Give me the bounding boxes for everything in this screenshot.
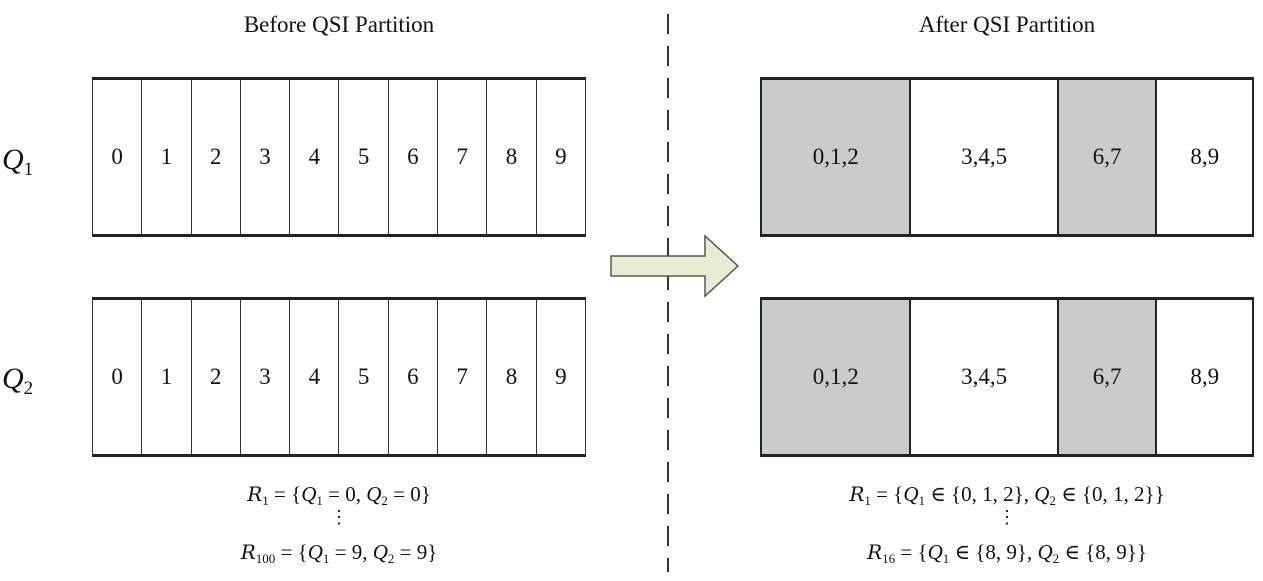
- value-cell: 7: [438, 300, 488, 454]
- formula-after-first: R1 = {Q1 ∈ {0, 1, 2}, Q2 ∈ {0, 1, 2}}: [849, 482, 1165, 508]
- value-cell: 5: [339, 80, 389, 234]
- row-index: 1: [23, 159, 34, 180]
- row-label-q1: Q1: [2, 143, 33, 181]
- value-cell: 6: [389, 300, 439, 454]
- set-index: 16: [882, 551, 896, 566]
- value-cell: 3: [241, 300, 291, 454]
- q2-condition: = 9}: [394, 540, 438, 564]
- value-cell: 0: [93, 80, 143, 234]
- value-cell: 5: [339, 300, 389, 454]
- q1-condition: ∈ {0, 1, 2},: [924, 482, 1035, 506]
- value-cell: 2: [192, 80, 241, 234]
- set-index: 1: [262, 493, 269, 508]
- q2-condition: ∈ {8, 9}}: [1059, 540, 1147, 564]
- partition-cell: 3,4,5: [911, 80, 1059, 234]
- partition-cell: 6,7: [1058, 80, 1158, 234]
- set-symbol: R: [867, 540, 883, 564]
- value-cell: 6: [389, 80, 439, 234]
- q2-condition: = 0}: [387, 482, 431, 506]
- value-cell: 2: [192, 300, 241, 454]
- after-partition-title: After QSI Partition: [918, 12, 1096, 37]
- value-cell: 8: [487, 80, 537, 234]
- value-cell: 9: [537, 80, 586, 234]
- before-partition-title: Before QSI Partition: [243, 12, 435, 37]
- partition-cell: 8,9: [1157, 80, 1254, 234]
- set-symbol: R: [240, 540, 256, 564]
- set-symbol: R: [247, 482, 263, 506]
- row-symbol: Q: [2, 362, 24, 395]
- value-cell: 1: [142, 300, 192, 454]
- value-cell: 3: [241, 80, 291, 234]
- q2-condition: ∈ {0, 1, 2}}: [1055, 482, 1165, 506]
- formula-before-first: R1 = {Q1 = 0, Q2 = 0}: [247, 482, 431, 508]
- set-symbol: R: [849, 482, 865, 506]
- value-cell: 1: [142, 80, 192, 234]
- partition-cell: 0,1,2: [762, 300, 912, 454]
- formula-before-ellipsis: ⋮: [330, 507, 348, 527]
- formula-before-last: R100 = {Q1 = 9, Q2 = 9}: [240, 540, 438, 566]
- value-cell: 4: [290, 80, 340, 234]
- value-cell: 8: [487, 300, 537, 454]
- value-cell: 7: [438, 80, 488, 234]
- value-cell: 0: [93, 300, 143, 454]
- row-symbol: Q: [2, 143, 24, 176]
- q1-condition: = 9,: [329, 540, 373, 564]
- row-label-q2: Q2: [2, 362, 33, 400]
- partition-cell: 8,9: [1157, 300, 1254, 454]
- formula-after-ellipsis: ⋮: [998, 507, 1016, 527]
- partition-cell: 3,4,5: [911, 300, 1059, 454]
- row-index: 2: [23, 378, 34, 399]
- partition-cell: 0,1,2: [762, 80, 912, 234]
- q1-condition: = 0,: [322, 482, 367, 506]
- partition-cell: 6,7: [1058, 300, 1158, 454]
- set-index: 100: [255, 551, 276, 566]
- value-cell: 9: [537, 300, 586, 454]
- set-index: 1: [864, 493, 871, 508]
- q1-condition: ∈ {8, 9},: [949, 540, 1038, 564]
- formula-after-last: R16 = {Q1 ∈ {8, 9}, Q2 ∈ {8, 9}}: [867, 540, 1147, 566]
- value-cell: 4: [290, 300, 340, 454]
